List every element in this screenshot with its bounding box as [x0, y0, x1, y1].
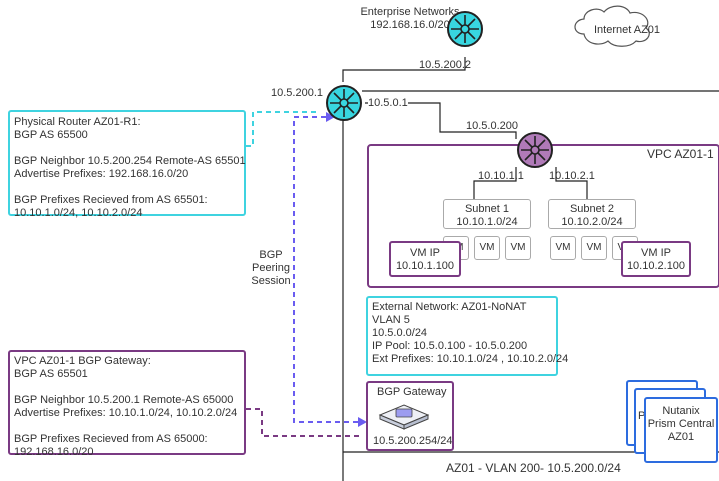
vm-subnet1-c: VM: [505, 236, 531, 260]
vpc-label: VPC AZ01-1: [647, 147, 714, 161]
vpc-uplink-line: [365, 102, 517, 139]
vm-subnet2-a: VM: [550, 236, 576, 260]
bgp-peering-dashed-link: [293, 116, 358, 423]
bgp-arrowhead-top: [326, 112, 335, 122]
vpc-gateway-line-7: BGP Prefixes Recieved from AS 65000:: [14, 433, 208, 445]
external-network-line-3: 10.5.0.0/24: [372, 327, 428, 339]
prism-line-2: Prism Central: [647, 418, 715, 430]
enterprise-router-ip: 10.5.200.2: [419, 59, 471, 71]
subnet2-gateway-ip: 10.10.2.1: [549, 170, 595, 182]
vm-ip-1-title: VM IP: [410, 247, 440, 259]
physical-router-line-1: Physical Router AZ01-R1:: [14, 116, 141, 128]
subnet1-gateway-ip: 10.10.1.1: [478, 170, 524, 182]
external-network-line-1: External Network: AZ01-NoNAT: [372, 301, 527, 313]
vm-ip-1-value: 10.10.1.100: [395, 260, 455, 272]
vpc-gateway-info-box: VPC AZ01-1 BGP Gateway: BGP AS 65501 BGP…: [8, 350, 246, 458]
gateway-device-icon: [378, 404, 430, 430]
prism-line-3: AZ01: [667, 431, 695, 443]
physical-router-dashed-link: [246, 111, 318, 147]
physical-router-line-7: BGP Prefixes Recieved from AS 65501:: [14, 194, 208, 206]
vm-ip-2-title: VM IP: [641, 247, 671, 259]
vpc-gateway-line-2: BGP AS 65501: [14, 368, 88, 380]
physical-router-line-5: Advertise Prefixes: 192.168.16.0/20: [14, 168, 189, 180]
subnet1-branch-line: [473, 167, 517, 199]
bgp-gateway-ip: 10.5.200.254/24: [373, 435, 453, 447]
subnet2-title: Subnet 2: [569, 203, 615, 215]
physical-router-line-2: BGP AS 65500: [14, 129, 88, 141]
enterprise-subnet: 192.168.16.0/20: [370, 19, 450, 31]
bgp-gateway-title: BGP Gateway: [377, 386, 447, 398]
bgp-gateway-box: BGP Gateway 10.5.200.254/24: [366, 381, 454, 451]
external-network-line-5: Ext Prefixes: 10.10.1.0/24 , 10.10.2.0/2…: [372, 353, 569, 365]
vpc-gateway-line-4: BGP Neighbor 10.5.200.1 Remote-AS 65000: [14, 394, 234, 406]
bgp-arrowhead-bottom: [358, 417, 367, 427]
bgp-session-line-1: BGP: [259, 249, 283, 261]
physical-router-line-4: BGP Neighbor 10.5.200.254 Remote-AS 6550…: [14, 155, 246, 167]
uplink-ip: 10.5.0.1: [368, 97, 408, 110]
internet-label: Internet AZ01: [594, 24, 661, 36]
enterprise-uplink-line: [342, 57, 466, 82]
external-network-line-2: VLAN 5: [372, 314, 410, 326]
prism-central-card: Nutanix Prism Central AZ01: [644, 397, 718, 463]
external-network-line-4: IP Pool: 10.5.0.100 - 10.5.0.200: [372, 340, 528, 352]
vm-subnet2-b: VM: [581, 236, 607, 260]
bgp-session-label: BGP Peering Session: [249, 249, 293, 288]
prism-back-letter: P: [638, 410, 646, 422]
vpc-router-ip: 10.5.0.200: [466, 120, 518, 132]
subnet1-cidr: 10.10.1.0/24: [456, 216, 518, 228]
vpc-gateway-dashed-link: [246, 408, 362, 437]
bgp-session-line-2: Peering: [252, 262, 290, 274]
vm-subnet1-b: VM: [474, 236, 500, 260]
subnet1-box: Subnet 1 10.10.1.0/24: [443, 199, 531, 229]
subnet1-title: Subnet 1: [464, 203, 510, 215]
physical-router-icon: [326, 85, 362, 121]
vm-ip-callout-2: VM IP 10.10.2.100: [621, 241, 691, 277]
physical-router-line-8: 10.10.1.0/24, 10.10.2.0/24: [14, 207, 143, 219]
vpc-gateway-line-1: VPC AZ01-1 BGP Gateway:: [14, 355, 151, 367]
subnet2-cidr: 10.10.2.0/24: [561, 216, 623, 228]
prism-line-1: Nutanix: [662, 405, 700, 417]
vm-ip-2-value: 10.10.2.100: [626, 260, 686, 272]
bgp-session-line-3: Session: [251, 275, 291, 287]
external-network-box: External Network: AZ01-NoNAT VLAN 5 10.5…: [366, 296, 569, 376]
subnet2-branch-line: [555, 167, 588, 199]
physical-router-ip: 10.5.200.1: [271, 87, 323, 99]
vpc-router-icon: [517, 132, 553, 168]
vpc-gateway-line-8: 192.168.16.0/20: [14, 446, 94, 458]
vm-ip-callout-1: VM IP 10.10.1.100: [389, 241, 461, 277]
az-vlan-label: AZ01 - VLAN 200- 10.5.200.0/24: [446, 461, 621, 475]
physical-router-info-box: Physical Router AZ01-R1: BGP AS 65500 BG…: [8, 110, 246, 219]
vpc-gateway-line-5: Advertise Prefixes: 10.10.1.0/24, 10.10.…: [14, 407, 238, 419]
subnet2-box: Subnet 2 10.10.2.0/24: [548, 199, 636, 229]
internet-cloud-icon: [574, 5, 650, 47]
enterprise-router-icon: [447, 11, 483, 47]
enterprise-title: Enterprise Networks: [360, 6, 460, 18]
